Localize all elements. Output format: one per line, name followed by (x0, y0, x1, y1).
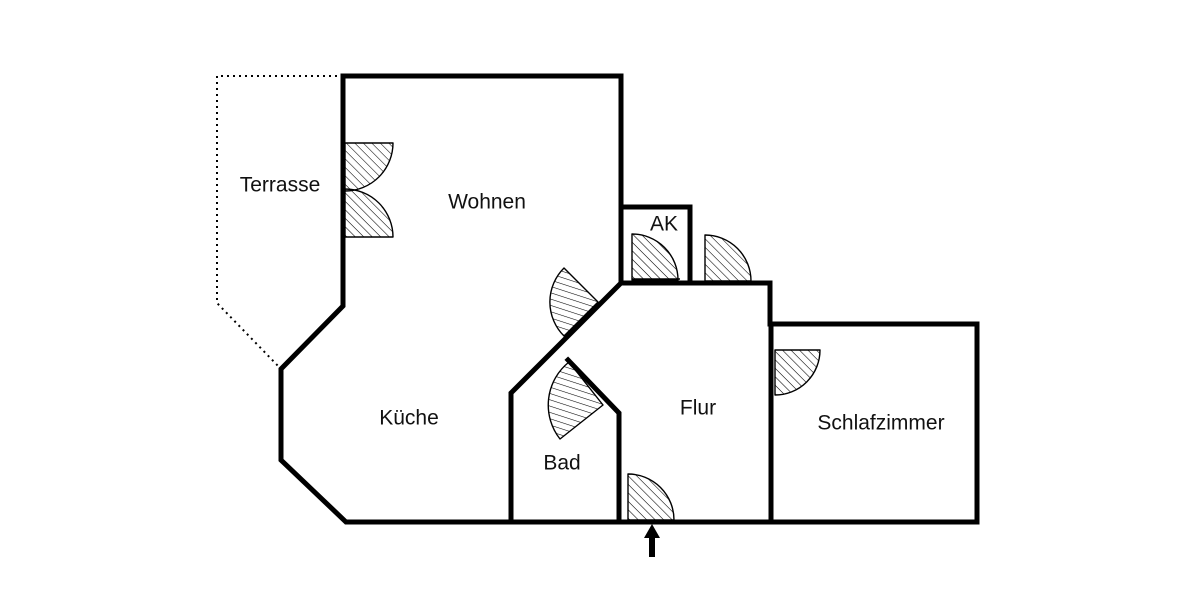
door-swing-entrance-icon (627, 473, 675, 521)
room-label-flur: Flur (680, 397, 716, 420)
door-swing-terrasse-upper-icon (344, 142, 394, 192)
door-swing-kueche-icon (549, 267, 599, 337)
room-label-bad: Bad (543, 452, 580, 475)
door-swing-bad-icon (547, 361, 604, 440)
room-label-kueche: Küche (379, 407, 439, 430)
room-label-ak: AK (650, 213, 678, 236)
room-label-terrasse: Terrasse (240, 174, 321, 197)
exterior-wall-outline (278, 73, 980, 525)
entrance-arrow-icon (644, 524, 660, 557)
door-swing-schlafzimmer-icon (774, 349, 821, 396)
door-swing-ak-icon (631, 233, 679, 281)
wall-bad-flur (564, 356, 622, 525)
room-label-wohnen: Wohnen (448, 191, 526, 214)
room-label-schlafzimmer: Schlafzimmer (817, 412, 944, 435)
door-swing-terrasse-lower-icon (344, 188, 394, 238)
wall-kueche-flur-diagonal-and-bad-left (508, 279, 625, 525)
door-swing-nook-icon (704, 234, 752, 282)
